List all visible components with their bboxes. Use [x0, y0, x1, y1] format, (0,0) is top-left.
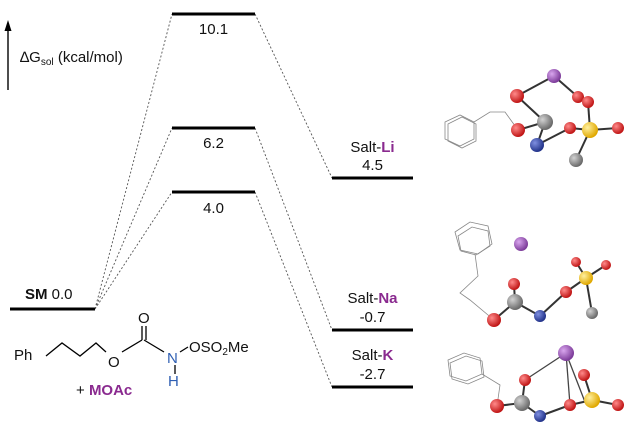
structure-bonds: [45, 326, 189, 374]
reagent-name: MOAc: [88, 382, 133, 399]
ts-value-3: 4.0: [203, 200, 224, 217]
oso2me-b: Me: [227, 339, 249, 356]
energy-levels: [10, 12, 413, 389]
salt-k-metal: K: [382, 347, 394, 364]
salt-li-model: [444, 69, 624, 167]
structure-oso2me: OSO2Me: [189, 339, 249, 358]
oso2me-a: OSO: [189, 339, 223, 356]
salt-na-label: Salt-Na: [332, 291, 413, 307]
salt-na-model: [454, 221, 611, 327]
structure-o-carbonyl: O: [138, 310, 150, 327]
y-axis-label: ∆Gsol (kcal/mol): [20, 49, 123, 68]
salt-k-model: [447, 345, 624, 422]
axis-symbol: ∆G: [20, 49, 41, 66]
structure-o-ester: O: [108, 354, 120, 371]
salt-na-metal: Na: [378, 290, 398, 307]
salt-li-metal: Li: [381, 139, 395, 156]
y-axis-arrow: [4, 20, 12, 90]
reagent-prefix: +: [76, 382, 85, 399]
sm-name: SM: [25, 286, 48, 303]
structure-n: N: [167, 350, 178, 367]
sm-value: 0.0: [51, 286, 73, 303]
salt-li-label: Salt-Li: [332, 140, 413, 156]
salt-k-value: -2.7: [359, 366, 386, 383]
salt-li-prefix: Salt-: [350, 139, 382, 156]
salt-na-value: -0.7: [359, 309, 386, 326]
ts-value-2: 6.2: [203, 135, 224, 152]
salt-na-prefix: Salt-: [347, 290, 379, 307]
oso2me-sub: 2: [222, 347, 228, 358]
salt-k-label: Salt-K: [332, 348, 413, 364]
salt-li-value: 4.5: [362, 157, 383, 174]
structure-h: H: [168, 373, 179, 390]
sm-label: SM 0.0: [25, 287, 73, 303]
axis-unit: (kcal/mol): [57, 49, 123, 66]
pathway-connectors: [94, 13, 333, 388]
ts-value-1: 10.1: [198, 21, 229, 38]
salt-k-prefix: Salt-: [351, 347, 383, 364]
reagent-label: + MOAc: [76, 383, 132, 399]
axis-subscript: sol: [40, 57, 54, 68]
structure-ph: Ph: [14, 347, 33, 364]
